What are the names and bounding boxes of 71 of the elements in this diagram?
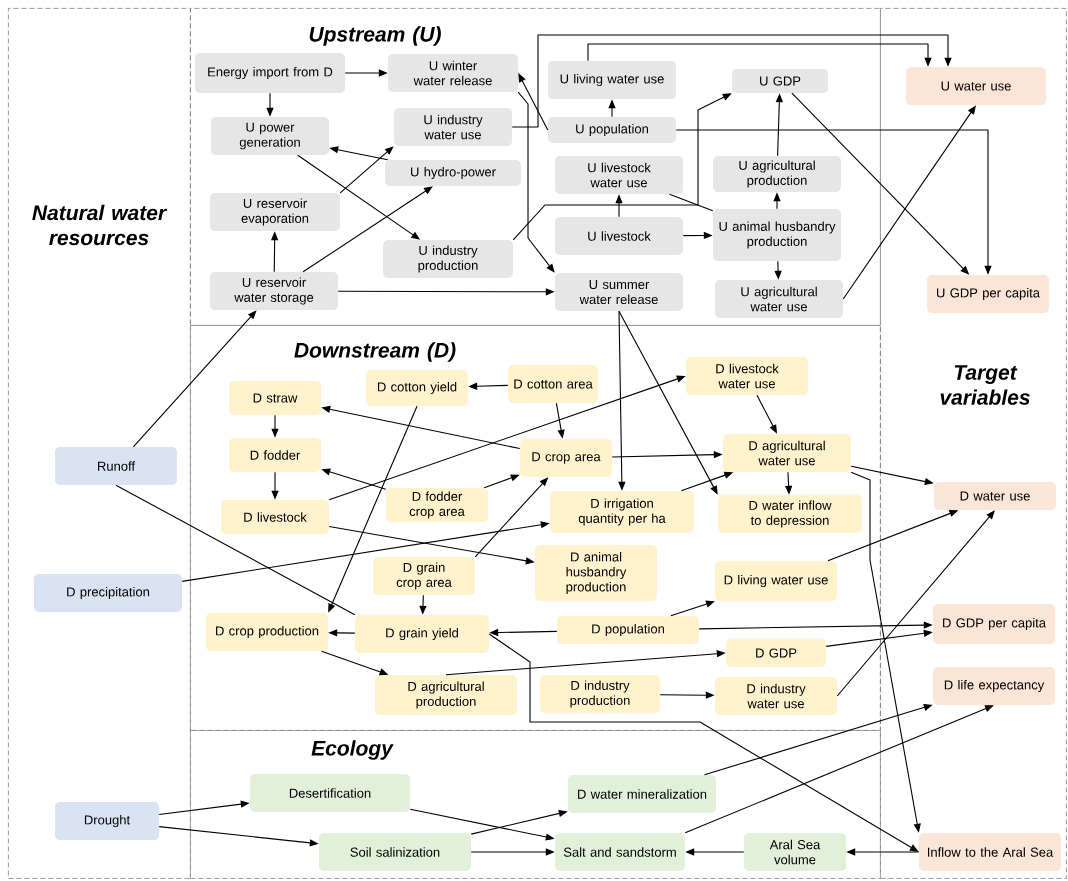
variable-box: D precipitation — [34, 574, 182, 612]
variable-box: U GDP — [732, 69, 828, 93]
variable-box: U livestock water use — [555, 156, 683, 194]
arrow — [670, 600, 715, 617]
region-heading: Ecology — [311, 740, 394, 760]
connector-line — [668, 193, 714, 212]
arrow — [132, 310, 257, 448]
variable-box: U population — [548, 117, 676, 143]
variable-box: D water mineralization — [568, 775, 716, 813]
variable-box: U reservoir evaporation — [210, 193, 340, 231]
variable-box: D livestock — [221, 500, 329, 534]
variable-box: U power generation — [211, 117, 329, 155]
arrow — [842, 105, 976, 300]
variable-box: U industry production — [383, 240, 513, 278]
variable-box: D life expectancy — [933, 667, 1055, 705]
variable-box: U agricultural production — [713, 156, 841, 192]
arrow — [518, 73, 549, 131]
variable-box: Inflow to the Aral Sea — [919, 833, 1061, 871]
variable-box: D water use — [934, 482, 1056, 510]
variable-box: D agricultural water use — [723, 434, 851, 472]
variable-box: D agricultural production — [375, 675, 517, 715]
variable-box: U living water use — [548, 61, 676, 99]
arrow — [618, 310, 718, 495]
variable-box: U animal husbandry production — [713, 209, 841, 261]
variable-box: D GDP — [726, 639, 826, 667]
variable-box: D irrigation quantity per ha — [550, 491, 694, 533]
variable-box: D cotton yield — [366, 370, 468, 406]
variable-box: D straw — [229, 381, 321, 415]
variable-box: U reservoir water storage — [210, 272, 338, 310]
variable-box: U livestock — [555, 217, 683, 255]
variable-box: D GDP per capita — [933, 604, 1055, 644]
variable-box: D cotton area — [508, 365, 598, 403]
arrow — [836, 510, 995, 697]
variable-box: D water inflow to depression — [718, 495, 862, 533]
arrow — [517, 91, 555, 273]
variable-box: D fodder crop area — [386, 488, 488, 522]
variable-box: D living water use — [715, 561, 837, 601]
variable-box: D crop production — [206, 613, 328, 651]
variable-box: D crop area — [520, 439, 612, 477]
variable-box: U winter water release — [388, 54, 518, 92]
arrow — [339, 146, 394, 194]
arrow — [684, 705, 994, 834]
variable-box: Salt and sandstorm — [555, 833, 685, 871]
variable-box: Energy import from D — [195, 53, 345, 93]
variable-box: Drought — [55, 802, 159, 840]
variable-box: D industry production — [540, 675, 660, 713]
variable-box: U industry water use — [394, 108, 512, 146]
arrow — [488, 633, 919, 852]
variable-box: Aral Sea volume — [744, 833, 846, 871]
variable-box: D grain crop area — [373, 557, 475, 595]
variable-box: U water use — [906, 67, 1046, 105]
arrow — [302, 186, 433, 273]
arrow — [511, 34, 952, 128]
variable-box: U agricultural water use — [715, 280, 843, 318]
region-heading: Target variables — [940, 365, 1030, 405]
variable-box: Desertification — [250, 774, 410, 812]
variable-box: D livestock water use — [686, 357, 808, 395]
variable-box: D fodder — [229, 438, 321, 472]
variable-box: U summer water release — [555, 273, 683, 311]
variable-box: D industry water use — [715, 677, 837, 715]
variable-box: D population — [557, 616, 699, 644]
connector-line — [115, 484, 356, 616]
region-heading: Downstream (D) — [294, 342, 456, 362]
variable-box: Runoff — [55, 447, 177, 485]
variable-box: D animal husbandry production — [535, 545, 657, 601]
variable-box: D grain yield — [355, 615, 489, 653]
region-heading: Upstream (U) — [309, 26, 441, 46]
variable-box: U hydro-power — [385, 160, 521, 186]
variable-box: Soil salinization — [319, 833, 471, 871]
region-heading: Natural water resources — [32, 204, 168, 246]
variable-box: U GDP per capita — [927, 275, 1049, 313]
